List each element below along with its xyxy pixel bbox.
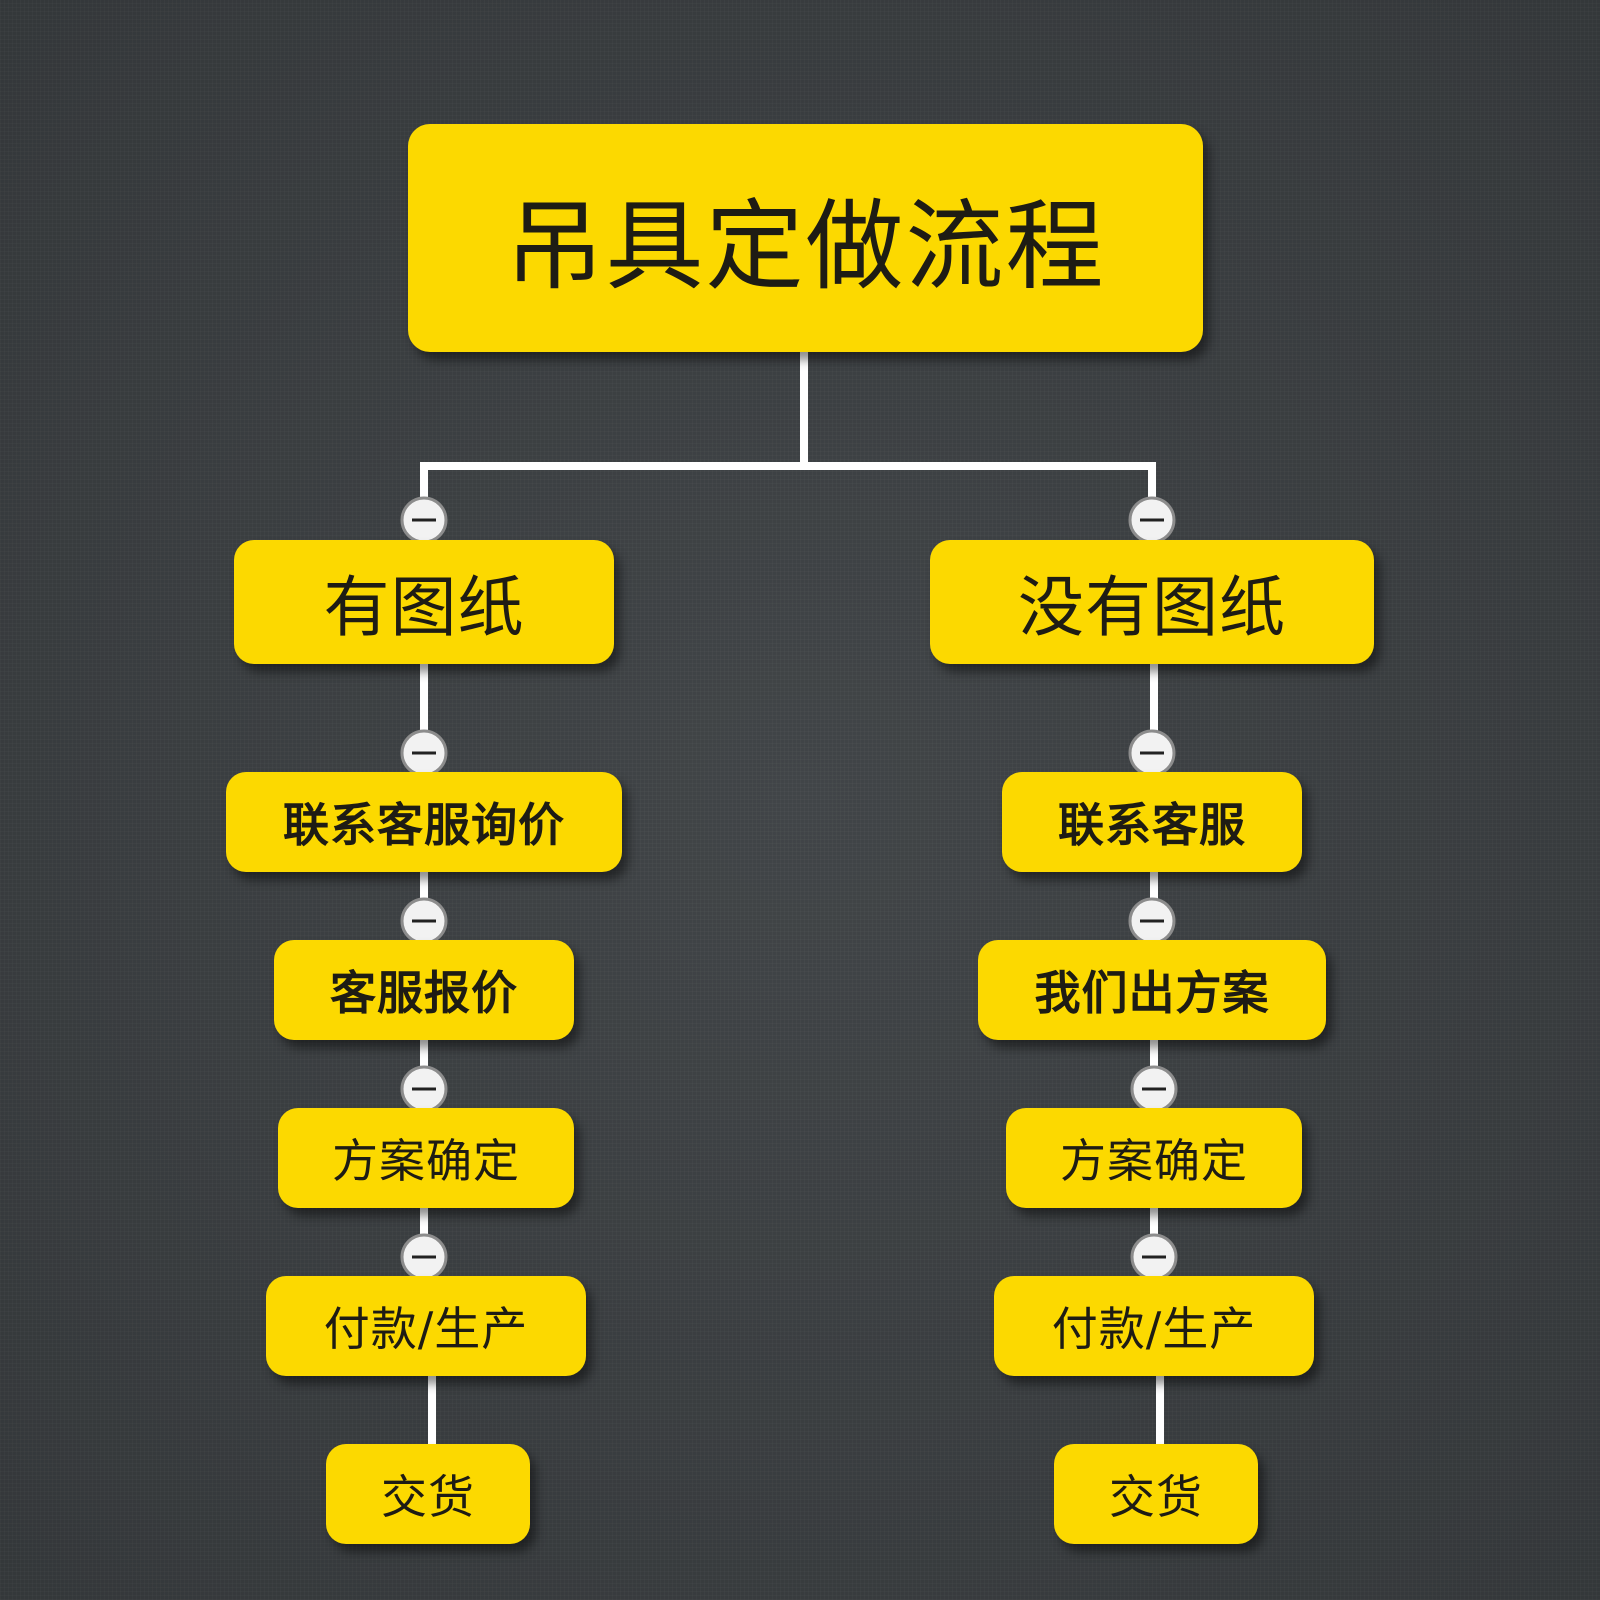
step-payment-production-right[interactable]: 付款/生产: [994, 1276, 1314, 1376]
step-payment-production-left[interactable]: 付款/生产: [266, 1276, 586, 1376]
branch-node-without-drawings[interactable]: 没有图纸: [930, 540, 1374, 664]
step-plan-confirmed-left[interactable]: 方案确定: [278, 1108, 574, 1208]
step-delivery-right[interactable]: 交货: [1054, 1444, 1258, 1544]
collapse-minus-icon[interactable]: [1128, 496, 1176, 544]
collapse-minus-icon[interactable]: [400, 1065, 448, 1113]
branch-node-with-drawings[interactable]: 有图纸: [234, 540, 614, 664]
collapse-minus-icon[interactable]: [1128, 729, 1176, 777]
root-node-title: 吊具定做流程: [408, 124, 1203, 352]
collapse-minus-icon[interactable]: [400, 897, 448, 945]
step-contact-service-inquiry[interactable]: 联系客服询价: [226, 772, 622, 872]
step-service-quote[interactable]: 客服报价: [274, 940, 574, 1040]
collapse-minus-icon[interactable]: [400, 1233, 448, 1281]
collapse-minus-icon[interactable]: [1128, 897, 1176, 945]
collapse-minus-icon[interactable]: [400, 729, 448, 777]
collapse-minus-icon[interactable]: [1130, 1065, 1178, 1113]
step-delivery-left[interactable]: 交货: [326, 1444, 530, 1544]
step-plan-confirmed-right[interactable]: 方案确定: [1006, 1108, 1302, 1208]
collapse-minus-icon[interactable]: [1130, 1233, 1178, 1281]
collapse-minus-icon[interactable]: [400, 496, 448, 544]
step-we-design-plan[interactable]: 我们出方案: [978, 940, 1326, 1040]
step-contact-service[interactable]: 联系客服: [1002, 772, 1302, 872]
